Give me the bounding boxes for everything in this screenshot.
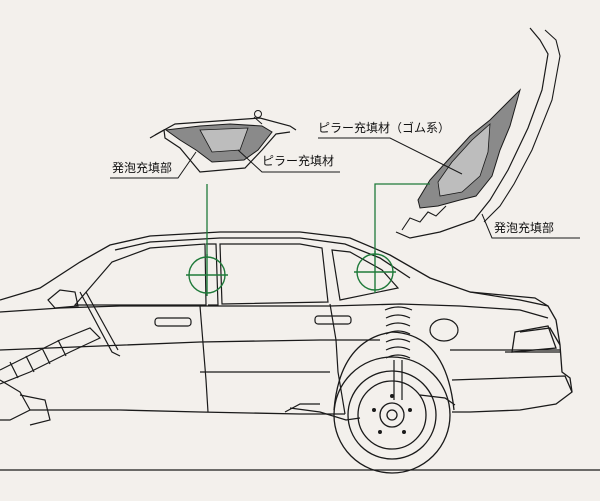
car-body xyxy=(0,231,573,415)
steering-assembly xyxy=(0,291,121,426)
wheel-bolts xyxy=(372,394,412,434)
label-foam-fill-top: 発泡充填部 xyxy=(112,161,173,175)
suspension-strut xyxy=(284,306,456,421)
rear-wheel xyxy=(333,331,455,474)
label-pillar-filler-top: ピラー充填材 xyxy=(262,154,335,168)
pillar-section-inset xyxy=(395,27,561,239)
leader-c-pillar xyxy=(374,183,430,254)
doors-and-windows xyxy=(47,243,459,415)
label-leaders xyxy=(110,137,580,239)
roof-section-inset xyxy=(149,110,297,173)
label-pillar-filler-rubber: ピラー充填材（ゴム系） xyxy=(318,121,451,135)
label-foam-fill-right: 発泡充填部 xyxy=(494,221,555,235)
